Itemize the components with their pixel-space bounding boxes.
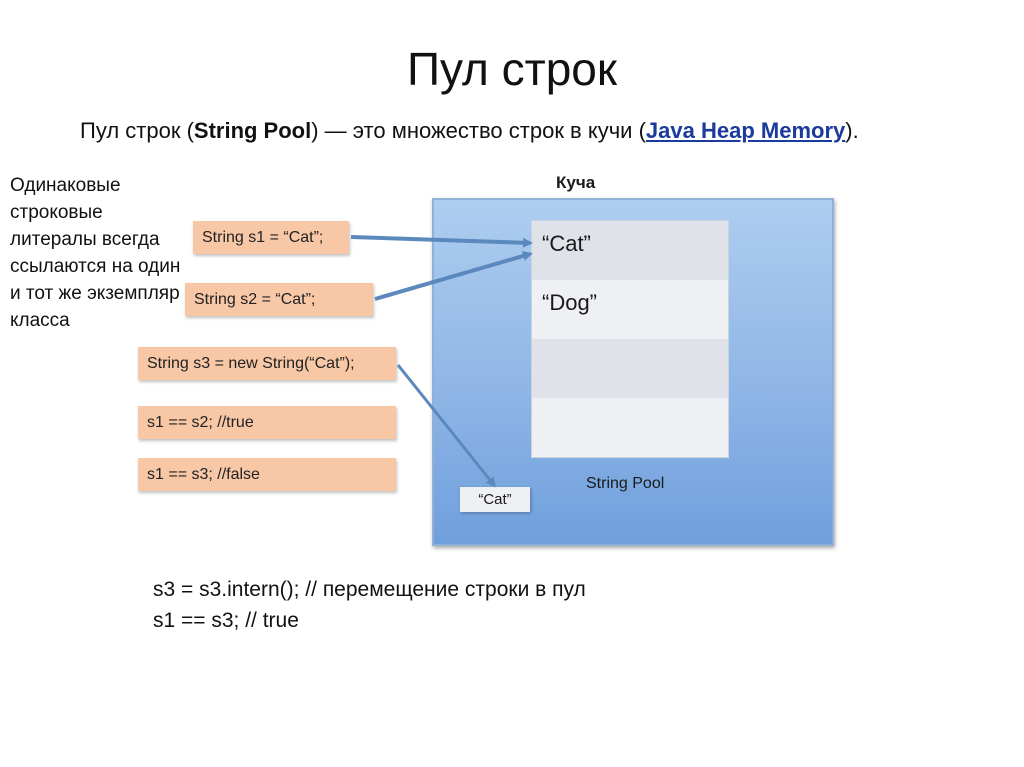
definition-middle: ) — это множество строк в кучи (: [311, 118, 646, 143]
pool-slot-2: [532, 339, 728, 398]
heap-string-object: “Cat”: [460, 487, 530, 512]
side-note: Одинаковые строковые литералы всегда ссы…: [10, 175, 181, 331]
definition-term: String Pool: [193, 118, 312, 143]
compare-code-line: s1 == s3; // true: [153, 609, 299, 632]
java-heap-memory-link[interactable]: Java Heap Memory: [645, 118, 846, 143]
string-pool: “Cat” “Dog”: [531, 220, 729, 458]
pool-slot-0: “Cat”: [532, 221, 728, 280]
definition-text: Пул строк (String Pool) — это множество …: [80, 118, 859, 144]
code-box-compare-s1-s2: s1 == s2; //true: [138, 406, 396, 439]
pool-slot-3: [532, 398, 728, 457]
code-box-s2: String s2 = “Cat”;: [185, 283, 373, 316]
pool-slot-1: “Dog”: [532, 280, 728, 339]
page-title: Пул строк: [406, 43, 618, 95]
arrow-s3-to-heap-object: [396, 364, 496, 488]
intern-code-line: s3 = s3.intern(); // перемещение строки …: [153, 578, 586, 601]
heap-label: Куча: [556, 173, 596, 192]
code-box-compare-s1-s3: s1 == s3; //false: [138, 458, 396, 491]
arrow-s2-to-pool: [374, 251, 533, 301]
string-pool-label: String Pool: [586, 475, 665, 492]
code-box-s3: String s3 = new String(“Cat”);: [138, 347, 396, 380]
arrow-s1-to-pool: [350, 235, 533, 248]
code-box-s1: String s1 = “Cat”;: [193, 221, 349, 254]
definition-suffix: ).: [845, 118, 859, 143]
definition-prefix: Пул строк (: [80, 118, 194, 143]
